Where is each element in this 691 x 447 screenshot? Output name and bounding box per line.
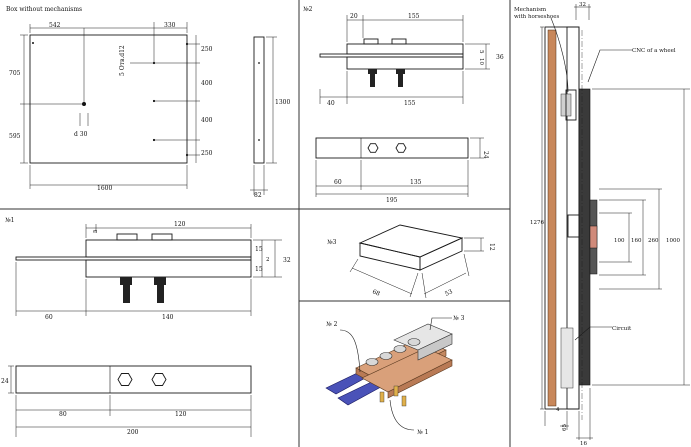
box-dim-705: 705 xyxy=(9,70,21,77)
n2-dim-155-top: 155 xyxy=(408,13,420,20)
n1-dim-80: 80 xyxy=(59,411,67,418)
box-dim-400-b: 400 xyxy=(201,117,213,124)
box-front-view xyxy=(29,34,188,164)
n1-dim-5: 5 xyxy=(93,229,99,233)
box-dim-82: 82 xyxy=(254,192,262,199)
box-dim-1600: 1600 xyxy=(97,185,112,192)
n2-dim-40: 40 xyxy=(327,100,335,107)
n2-plan-view xyxy=(315,137,469,159)
n2-dim-24: 24 xyxy=(482,151,489,159)
panel-box: Box without mechanisms 542 330 5 Отв.d12… xyxy=(6,6,290,199)
section-dim-100: 100 xyxy=(614,238,625,244)
section-dim-16: 16 xyxy=(580,441,587,447)
n2-dim-135: 135 xyxy=(410,179,422,186)
n2-dim-36: 36 xyxy=(496,54,504,61)
n2-dim-20: 20 xyxy=(350,13,358,20)
n2-dim-10: 10 xyxy=(478,58,484,65)
section-circuit-block xyxy=(560,327,574,389)
section-horseshoes-label: with horseshoes xyxy=(514,14,559,20)
n1-dim-24: 24 xyxy=(1,378,9,385)
section-dim-1276: 1276 xyxy=(530,220,544,226)
section-dim-160: 160 xyxy=(631,238,642,244)
box-bolt-note: 5 Отв.d12 xyxy=(119,45,126,76)
box-side-view xyxy=(253,36,265,164)
n1-dim-2: 2 xyxy=(266,257,270,263)
box-dim-400-a: 400 xyxy=(201,80,213,87)
n3-dim-12: 12 xyxy=(488,243,495,251)
n1-dim-60: 60 xyxy=(45,314,53,321)
box-dim-250-bottom: 250 xyxy=(201,150,213,157)
assembly-label-n3: № 3 xyxy=(453,315,465,322)
box-dim-595: 595 xyxy=(9,133,21,140)
panel-n2: №2 20 155 5 10 36 40 155 xyxy=(303,6,504,204)
n2-dim-5: 5 xyxy=(478,50,484,54)
section-dim-1000: 1000 xyxy=(666,238,680,244)
section-circuit-label: Circuit xyxy=(612,326,632,332)
section-dim-32: 32 xyxy=(579,2,586,8)
assembly-label-n2: № 2 xyxy=(326,321,338,328)
panel-section: Mechanism with horseshoes 32 CNC of a wh… xyxy=(514,2,690,447)
box-dim-330: 330 xyxy=(164,22,176,29)
section-wood-panel xyxy=(547,29,557,407)
section-mechanism-label: Mechanism xyxy=(514,7,547,13)
section-hub xyxy=(589,225,598,249)
panel-assembly: № 2 № 3 № 1 xyxy=(325,315,465,436)
box-title: Box without mechanisms xyxy=(6,6,82,13)
n1-dim-120-top: 120 xyxy=(174,221,186,228)
assembly-label-n1: № 1 xyxy=(417,429,428,436)
n3-dim-68: 68 xyxy=(371,288,381,297)
n1-dim-15-top: 15 xyxy=(255,246,263,253)
n2-dim-155-bottom: 155 xyxy=(404,100,416,107)
n1-dim-200: 200 xyxy=(127,429,139,436)
n1-dim-15-bottom: 15 xyxy=(255,266,263,273)
box-dim-1300: 1300 xyxy=(275,99,290,106)
box-dim-hole: d 30 xyxy=(74,131,88,138)
section-cnc-label: CNC of a wheel xyxy=(632,48,676,54)
n2-dim-60: 60 xyxy=(334,179,342,186)
panel-n3: №3 12 68 53 xyxy=(327,224,495,299)
box-dim-542: 542 xyxy=(49,22,61,29)
n1-dim-120-bottom: 120 xyxy=(175,411,187,418)
n2-dim-195: 195 xyxy=(386,197,398,204)
n3-dim-53: 53 xyxy=(444,288,454,298)
section-dim-260: 260 xyxy=(648,238,659,244)
section-dim-65: 65 xyxy=(562,424,568,431)
n1-title: №1 xyxy=(5,217,15,224)
n1-plan-view xyxy=(15,365,252,394)
section-wheel-disc xyxy=(578,88,591,386)
n2-title: №2 xyxy=(303,6,313,13)
panel-grid-lines xyxy=(0,0,511,447)
n1-dim-32: 32 xyxy=(283,257,291,264)
box-dim-250-top: 250 xyxy=(201,46,213,53)
panel-n1: №1 5 120 15 2 15 32 60 140 xyxy=(1,217,291,437)
n1-dim-140: 140 xyxy=(162,314,174,321)
n3-title: №3 xyxy=(327,239,337,246)
section-dim-4: 4 xyxy=(556,407,560,413)
